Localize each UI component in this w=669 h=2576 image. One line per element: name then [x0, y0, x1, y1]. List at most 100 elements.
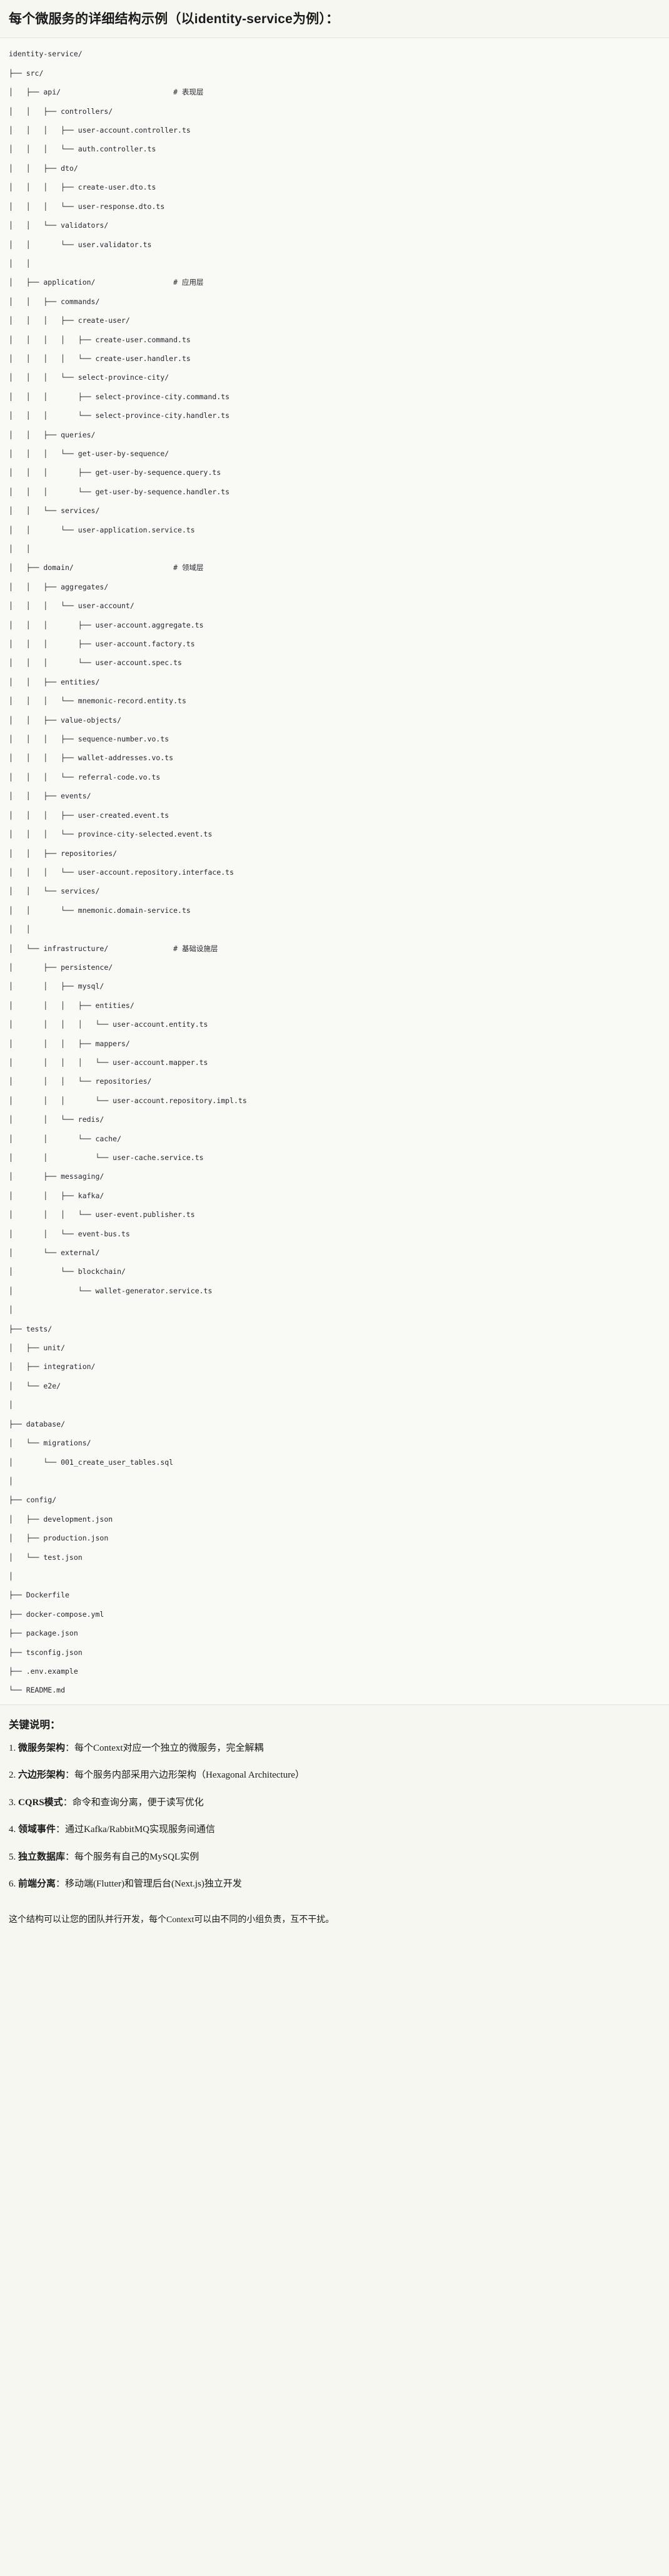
tree-line: │ │ │ └── auth.controller.ts [9, 145, 156, 154]
tree-line: │ [9, 1571, 13, 1581]
tree-line: │ ├── messaging/ [9, 1172, 104, 1181]
tree-line: │ ├── persistence/ [9, 962, 113, 972]
key-note-item: 4. 领域事件：通过Kafka/RabbitMQ实现服务间通信 [9, 1823, 660, 1837]
tree-line: │ │ ├── events/ [9, 792, 91, 801]
tree-line: │ ├── api/ # 表现层 [9, 88, 660, 97]
key-note-item: 6. 前端分离：移动端(Flutter)和管理后台(Next.js)独立开发 [9, 1877, 660, 1891]
tree-line: │ │ ├── controllers/ [9, 106, 113, 116]
tree-line: │ │ ├── entities/ [9, 677, 100, 686]
document-page: 每个微服务的详细结构示例（以identity-service为例）： ident… [0, 0, 669, 1925]
tree-line: │ [9, 1476, 13, 1485]
tree-line: │ │ │ ├── mappers/ [9, 1039, 130, 1048]
tree-line: │ [9, 1400, 13, 1410]
tree-line: │ │ │ │ └── user-account.entity.ts [9, 1020, 208, 1029]
closing-paragraph: 这个结构可以让您的团队并行开发，每个Context可以由不同的小组负责，互不干扰… [9, 1915, 334, 1925]
tree-line: ├── tests/ [9, 1324, 53, 1333]
tree-line: ├── src/ [9, 68, 44, 78]
tree-line: │ │ │ └── user-account.spec.ts [9, 658, 182, 668]
tree-line: │ ├── development.json [9, 1514, 113, 1524]
tree-line-comment: # 基础设施层 [173, 944, 218, 953]
tree-line: │ │ └── validators/ [9, 221, 109, 230]
tree-line: ├── tsconfig.json [9, 1647, 83, 1657]
tree-line: │ │ │ └── select-province-city/ [9, 373, 169, 382]
tree-line: │ │ │ ├── user-account.controller.ts [9, 126, 191, 135]
key-note-number: 5. [9, 1851, 18, 1862]
tree-line: │ │ │ ├── user-account.factory.ts [9, 639, 195, 649]
tree-line-comment: # 领域层 [173, 563, 204, 573]
tree-line: │ ├── application/ # 应用层 [9, 278, 660, 287]
tree-line: identity-service/ [9, 49, 83, 59]
tree-line: │ │ │ ├── user-created.event.ts [9, 810, 169, 820]
tree-line: │ │ │ └── user-response.dto.ts [9, 201, 165, 211]
tree-line: │ │ │ ├── wallet-addresses.vo.ts [9, 753, 174, 763]
tree-line: │ ├── production.json [9, 1534, 109, 1543]
tree-line: │ │ │ │ ├── create-user.command.ts [9, 335, 191, 344]
key-note-term: 六边形架构 [18, 1770, 66, 1781]
tree-line: ├── database/ [9, 1419, 66, 1428]
tree-line: │ │ ├── aggregates/ [9, 582, 109, 591]
tree-line: ├── package.json [9, 1629, 78, 1638]
tree-line: │ └── e2e/ [9, 1381, 61, 1390]
tree-line: │ │ └── cache/ [9, 1134, 122, 1143]
tree-line: │ ├── integration/ [9, 1362, 96, 1372]
tree-line: │ │ │ └── user-account.repository.impl.t… [9, 1096, 247, 1105]
tree-line: │ │ │ └── referral-code.vo.ts [9, 772, 161, 781]
tree-line: │ └── external/ [9, 1248, 100, 1258]
tree-line: │ │ ├── value-objects/ [9, 715, 122, 725]
tree-line: │ │ └── redis/ [9, 1115, 104, 1124]
tree-line: │ │ │ ├── create-user/ [9, 316, 130, 325]
tree-line: │ └── 001_create_user_tables.sql [9, 1457, 174, 1467]
key-note-number: 4. [9, 1825, 18, 1835]
key-note-term: CQRS模式 [18, 1797, 63, 1808]
key-note-item: 3. CQRS模式：命令和查询分离，便于读写优化 [9, 1796, 660, 1810]
tree-line: │ │ └── event-bus.ts [9, 1229, 130, 1238]
key-note-term: 独立数据库 [18, 1851, 66, 1862]
tree-line: │ ├── domain/ # 领域层 [9, 563, 660, 573]
tree-line: │ │ [9, 925, 31, 934]
tree-line: │ │ │ └── user-account/ [9, 601, 134, 611]
tree-line: │ │ │ ├── select-province-city.command.t… [9, 392, 230, 401]
key-note-number: 1. [9, 1743, 18, 1753]
key-note-number: 2. [9, 1770, 18, 1781]
tree-line: ├── config/ [9, 1495, 57, 1505]
tree-line: │ │ └── user.validator.ts [9, 240, 152, 249]
tree-line: │ │ │ └── get-user-by-sequence/ [9, 449, 169, 458]
tree-line: │ │ │ ├── get-user-by-sequence.query.ts [9, 468, 221, 477]
tree-line: │ └── migrations/ [9, 1438, 91, 1448]
tree-line: │ │ └── mnemonic.domain-service.ts [9, 905, 191, 915]
tree-line: │ ├── unit/ [9, 1343, 66, 1353]
tree-line-path: │ └── infrastructure/ [9, 944, 174, 953]
key-note-description: ：每个服务内部采用六边形架构（Hexagonal Architecture） [65, 1770, 304, 1781]
tree-line: │ │ ├── kafka/ [9, 1191, 104, 1200]
page-title: 每个微服务的详细结构示例（以identity-service为例）： [0, 0, 669, 39]
tree-line: │ └── test.json [9, 1552, 83, 1562]
tree-line: │ │ ├── dto/ [9, 163, 78, 173]
tree-line: │ │ ├── queries/ [9, 430, 96, 439]
key-note-term: 微服务架构 [18, 1743, 66, 1753]
tree-line: │ │ └── user-cache.service.ts [9, 1153, 204, 1162]
key-notes-title: 关键说明： [9, 1719, 61, 1731]
tree-line: └── README.md [9, 1686, 66, 1695]
key-note-term: 前端分离 [18, 1879, 56, 1890]
tree-line: │ │ │ │ └── create-user.handler.ts [9, 354, 191, 363]
tree-line: │ │ │ ├── sequence-number.vo.ts [9, 735, 169, 744]
tree-line: │ │ │ └── province-city-selected.event.t… [9, 830, 213, 839]
tree-line: │ │ │ └── get-user-by-sequence.handler.t… [9, 487, 230, 496]
tree-line: ├── Dockerfile [9, 1591, 69, 1600]
tree-line: │ [9, 1305, 13, 1315]
tree-line: │ │ │ └── user-account.repository.interf… [9, 867, 234, 877]
tree-line: │ │ │ └── select-province-city.handler.t… [9, 411, 230, 420]
tree-line-comment: # 表现层 [173, 88, 204, 97]
key-note-term: 领域事件 [18, 1825, 56, 1835]
tree-line-path: │ ├── application/ [9, 278, 174, 287]
tree-line: │ │ │ ├── create-user.dto.ts [9, 183, 156, 192]
key-note-item: 2. 六边形架构：每个服务内部采用六边形架构（Hexagonal Archite… [9, 1768, 660, 1783]
tree-line: │ │ ├── repositories/ [9, 848, 118, 858]
tree-line: │ │ │ └── mnemonic-record.entity.ts [9, 696, 186, 706]
key-note-number: 3. [9, 1797, 18, 1808]
tree-line-path: │ ├── domain/ [9, 563, 174, 573]
tree-line: │ │ ├── commands/ [9, 297, 100, 306]
tree-line: │ │ │ ├── user-account.aggregate.ts [9, 620, 204, 629]
